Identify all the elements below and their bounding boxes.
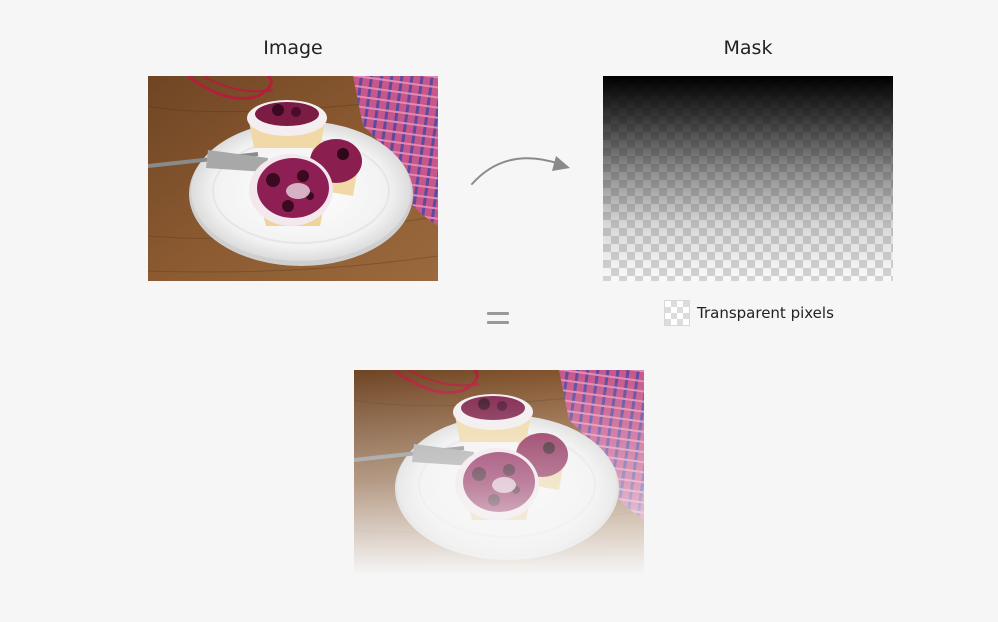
mask-image (603, 76, 893, 281)
legend-label: Transparent pixels (697, 304, 834, 322)
mask-gradient (603, 76, 893, 281)
source-image (148, 76, 438, 281)
result-image (354, 370, 644, 575)
checkerboard-icon (664, 300, 690, 326)
equals-icon (487, 312, 509, 326)
transparency-fade (354, 370, 644, 575)
curved-arrow-icon (471, 156, 570, 185)
legend: Transparent pixels (664, 299, 834, 327)
image-title: Image (263, 37, 323, 59)
mask-title: Mask (723, 37, 773, 59)
